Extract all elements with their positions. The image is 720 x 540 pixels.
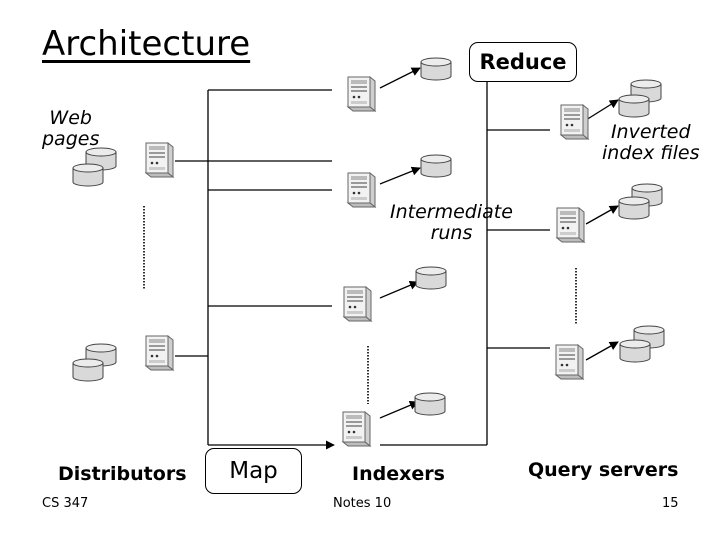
intermediate-disk-1-icon	[420, 57, 452, 81]
web-pages-label: Web pages	[42, 108, 99, 150]
intermediate-line-2: runs	[430, 221, 473, 244]
index-disk-3b-icon	[619, 339, 651, 363]
arrow-indexer-2	[379, 166, 421, 185]
reduce-label: Reduce	[469, 42, 577, 82]
query-server-3-icon	[555, 344, 584, 380]
distributor-server-2-icon	[145, 335, 174, 371]
web-disk-1b-icon	[72, 163, 104, 187]
arrow-indexer-1	[379, 67, 421, 89]
arrow-query-1	[585, 99, 619, 121]
indexers-label: Indexers	[352, 463, 445, 485]
intermediate-runs-label: Intermediate runs	[390, 202, 513, 244]
arrow-query-3	[585, 341, 619, 361]
intermediate-disk-3-icon	[415, 266, 447, 290]
distributors-label: Distributors	[58, 463, 187, 485]
indexer-arrows	[379, 67, 619, 419]
arrow-query-2	[585, 205, 619, 225]
map-label: Map	[205, 448, 302, 494]
footer-course: CS 347	[42, 496, 89, 511]
inverted-index-files-label: Inverted index files	[602, 122, 700, 164]
inverted-line-1: Inverted	[610, 121, 691, 143]
footer-notes: Notes 10	[333, 496, 392, 511]
indexer-server-1-icon	[347, 76, 376, 112]
intermediate-line-1: Intermediate	[390, 201, 513, 223]
query-server-2-icon	[556, 207, 585, 243]
arrow-indexer-3	[379, 280, 419, 299]
connector-lines	[175, 70, 550, 450]
ellipsis-lines	[143, 206, 577, 404]
servers	[145, 76, 589, 447]
arrow-indexer-4	[379, 400, 419, 419]
intermediate-disk-2-icon	[420, 154, 452, 178]
slide-title: Architecture	[42, 24, 251, 64]
indexer-server-2-icon	[347, 172, 376, 208]
query-servers-label: Query servers	[528, 459, 679, 481]
web-pages-line-2: pages	[42, 127, 100, 150]
indexer-server-3-icon	[343, 286, 372, 322]
inverted-line-2: index files	[602, 141, 700, 164]
intermediate-disk-4-icon	[414, 392, 446, 416]
distributor-server-1-icon	[145, 142, 174, 178]
query-server-1-icon	[560, 104, 589, 140]
indexer-server-4-icon	[342, 411, 371, 447]
web-disk-2b-icon	[72, 358, 104, 382]
web-pages-line-1: Web	[49, 107, 92, 129]
index-disk-1b-icon	[618, 94, 650, 118]
footer-page-number: 15	[662, 496, 679, 511]
index-disk-2b-icon	[618, 196, 650, 220]
